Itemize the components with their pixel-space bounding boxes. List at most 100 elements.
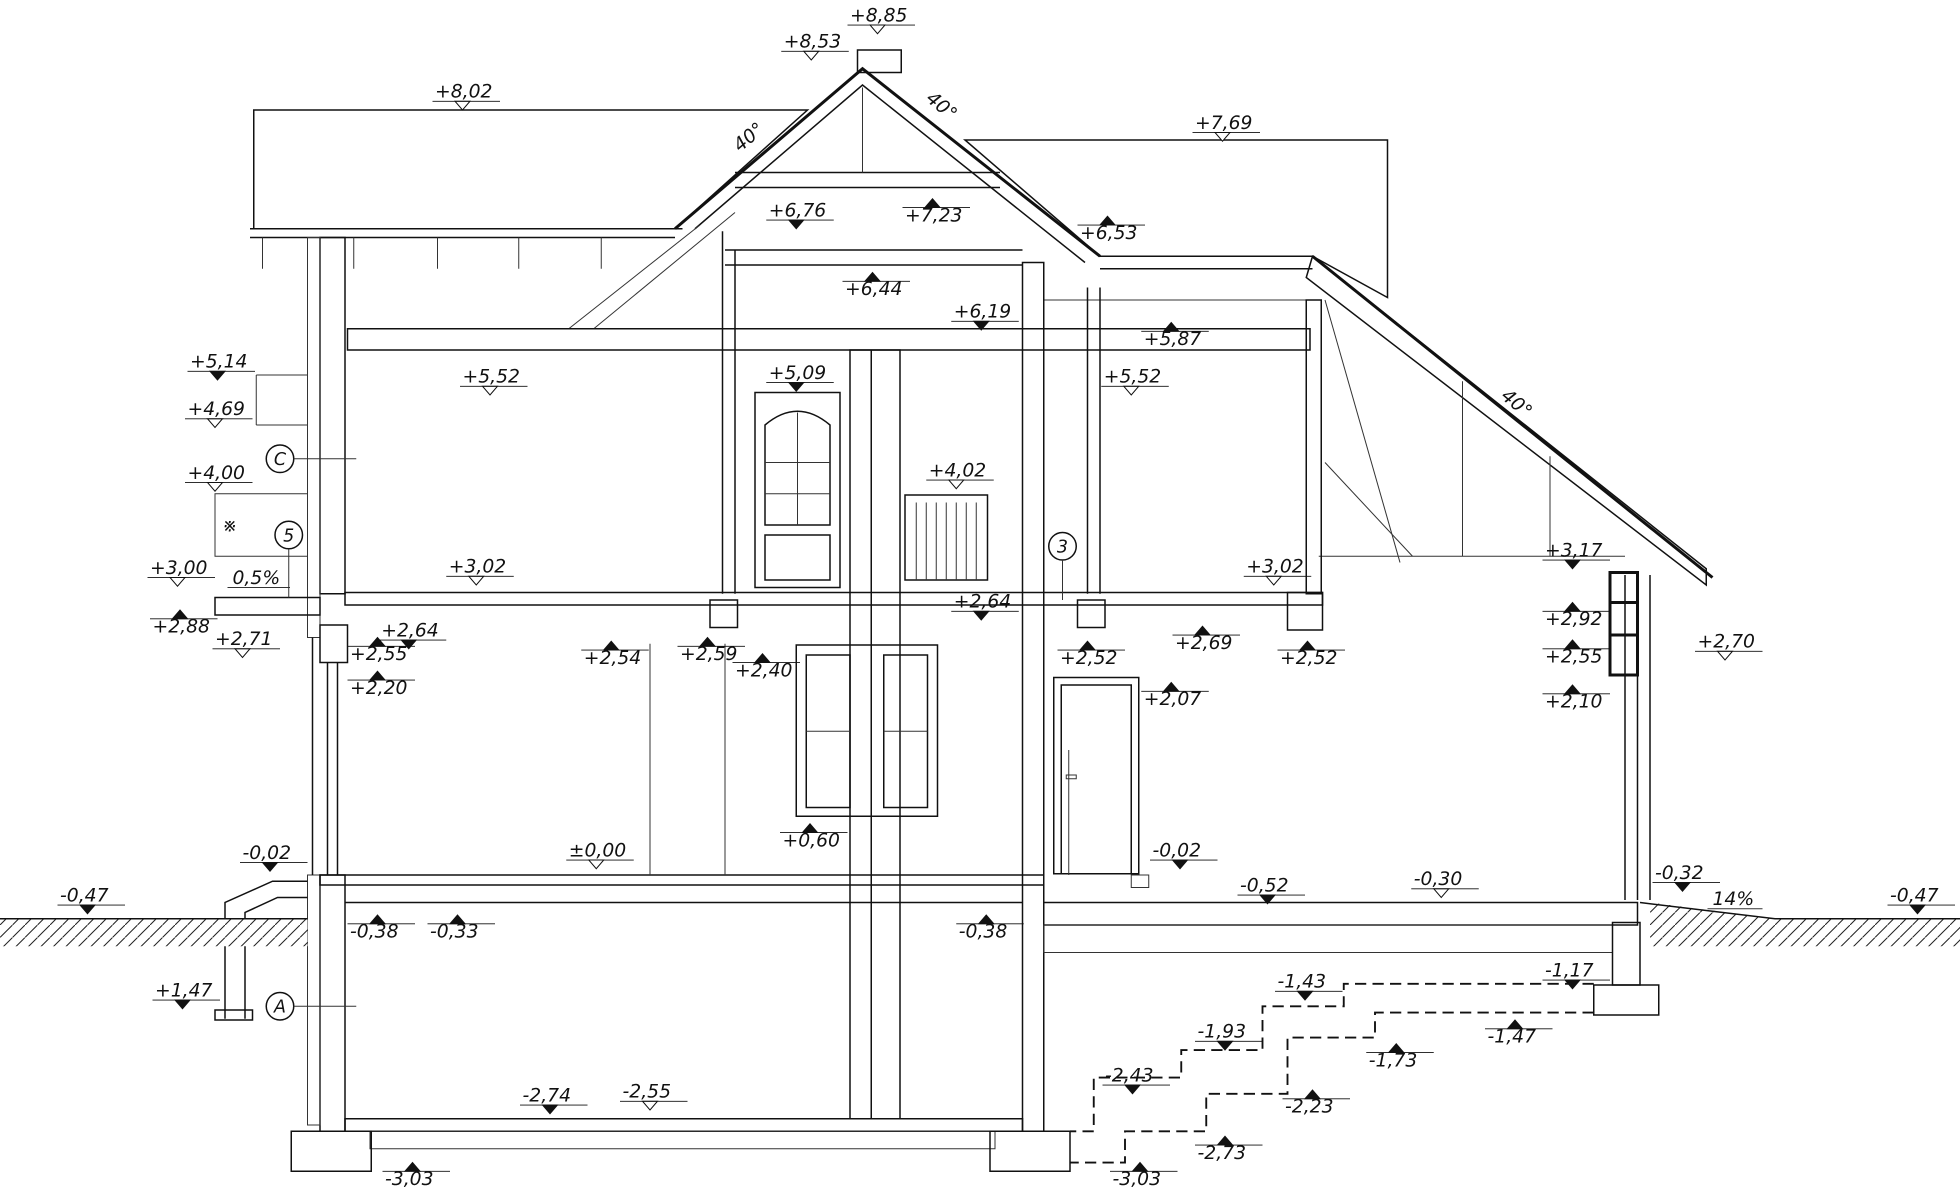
level-marker-icon — [641, 1100, 659, 1111]
elevation-mark: +2,55 — [347, 636, 415, 665]
balcony-slab — [214, 596, 321, 616]
roof-right-tiles — [962, 139, 1389, 299]
elevation-label: +2,71 — [215, 629, 272, 650]
level-marker-icon — [787, 219, 805, 230]
elevation-mark: +2,40 — [732, 652, 800, 681]
elevation-label: +2,10 — [1545, 692, 1602, 713]
level-marker-icon — [1122, 385, 1140, 396]
elevation-label: +2,40 — [735, 660, 792, 681]
level-marker-icon — [1162, 681, 1180, 692]
level-marker-icon — [801, 822, 819, 833]
level-marker-icon — [368, 670, 387, 681]
level-marker-icon — [1162, 321, 1180, 332]
elevation-label: +5,52 — [463, 367, 520, 388]
elevation-label: -1,17 — [1545, 960, 1594, 981]
elevation-mark: +2,55 — [1542, 639, 1610, 668]
elevation-mark: +5,09 — [766, 363, 834, 393]
elevation-mark: +2,69 — [1172, 625, 1240, 654]
axis-a: A — [265, 991, 357, 1021]
level-marker-icon — [1673, 882, 1692, 893]
elevation-mark: +0,60 — [780, 822, 848, 851]
elevation-label: +2,07 — [1144, 689, 1202, 710]
axis-c-label: C — [274, 450, 287, 470]
elevation-mark: +2,64 — [378, 620, 447, 650]
right-slope-insulation — [1305, 254, 1707, 587]
elevation-label: -0,52 — [1240, 875, 1289, 896]
level-marker-icon — [467, 575, 485, 586]
upper-door[interactable] — [754, 391, 841, 589]
elevation-label: -2,43 — [1105, 1065, 1154, 1086]
elevation-label: -3,03 — [1113, 1169, 1162, 1190]
elevation-mark: -1,73 — [1366, 1042, 1434, 1071]
elevation-mark: +5,52 — [1101, 367, 1169, 396]
level-marker-icon — [802, 50, 820, 61]
left-window-frame — [214, 493, 308, 557]
elevation-mark: -3,03 — [382, 1161, 450, 1190]
elevation-label: +3,00 — [150, 558, 207, 579]
stepped-foundation-lines — [1070, 982, 1594, 1164]
level-marker-icon — [171, 609, 189, 620]
elevation-label: +3,02 — [449, 557, 506, 578]
elevation-label: +5,14 — [190, 352, 247, 373]
level-marker-icon — [1298, 640, 1317, 651]
elevation-label: -1,43 — [1278, 972, 1327, 993]
level-marker-icon — [1123, 1084, 1142, 1095]
terrace-slab — [1043, 901, 1639, 926]
elevation-mark: +3,17 — [1542, 540, 1610, 570]
elevation-label: +2,69 — [1175, 633, 1232, 654]
level-marker-icon — [972, 610, 990, 621]
elevation-label: +1,47 — [155, 980, 213, 1001]
elevation-mark: +8,53 — [781, 32, 849, 61]
elevation-label: +3,02 — [1246, 557, 1303, 578]
level-marker-icon — [1265, 575, 1283, 586]
elevation-label: +2,64 — [381, 620, 438, 641]
level-marker-icon — [977, 914, 995, 925]
level-marker-icon — [168, 577, 187, 588]
elevation-label: +2,70 — [1698, 632, 1755, 653]
elevation-label: -0,02 — [1153, 840, 1202, 861]
axis-3: 3 — [1048, 531, 1077, 600]
elevation-mark: -2,43 — [1102, 1065, 1170, 1095]
elevation-mark: -1,17 — [1542, 960, 1610, 990]
axis-3-label: 3 — [1057, 538, 1068, 558]
elevation-label: +6,19 — [954, 302, 1011, 323]
elevation-mark: +3,00 — [147, 558, 215, 588]
elevation-mark: +2,52 — [1277, 640, 1345, 669]
level-marker-icon — [173, 999, 192, 1010]
elevation-mark: +7,69 — [1192, 113, 1260, 143]
elevation-label: -0,38 — [959, 922, 1008, 943]
elevation-mark: +2,88 — [150, 609, 218, 638]
elevation-label: +6,53 — [1080, 223, 1137, 244]
right-lintel — [1608, 571, 1639, 677]
elevation-mark: +8,02 — [432, 82, 500, 111]
elevation-mark: -0,38 — [956, 914, 1024, 943]
footing-right — [989, 1130, 1071, 1172]
footing-left — [290, 1130, 372, 1172]
elevation-mark: +6,19 — [951, 302, 1019, 331]
level-marker-icon — [261, 862, 279, 873]
level-marker-icon — [481, 385, 499, 396]
ground-window[interactable] — [795, 644, 939, 817]
elevation-mark: +2,54 — [581, 640, 649, 669]
openings: ※ — [214, 374, 1150, 888]
ground-left — [0, 918, 308, 947]
level-marker-icon — [947, 479, 965, 490]
ground-floor-slab — [319, 874, 1045, 886]
elevation-mark: -0,47 — [57, 885, 125, 915]
level-marker-icon — [233, 648, 252, 659]
level-marker-icon — [448, 914, 467, 925]
elevation-label: +5,87 — [1144, 329, 1202, 350]
elevation-mark: +2,10 — [1542, 684, 1610, 713]
level-marker-icon — [698, 636, 717, 647]
elevation-mark: +4,69 — [185, 399, 253, 429]
level-marker-icon — [1387, 1042, 1405, 1053]
elevation-label: +4,00 — [188, 463, 245, 484]
elevation-label: +4,69 — [188, 399, 245, 420]
elevation-mark: +5,52 — [460, 367, 528, 396]
elevation-label: -1,47 — [1488, 1027, 1537, 1048]
level-marker-icon — [1303, 1089, 1322, 1100]
elevation-mark: -0,38 — [347, 914, 415, 943]
level-marker-icon — [206, 482, 224, 493]
elevation-mark: -0,47 — [1887, 885, 1955, 915]
